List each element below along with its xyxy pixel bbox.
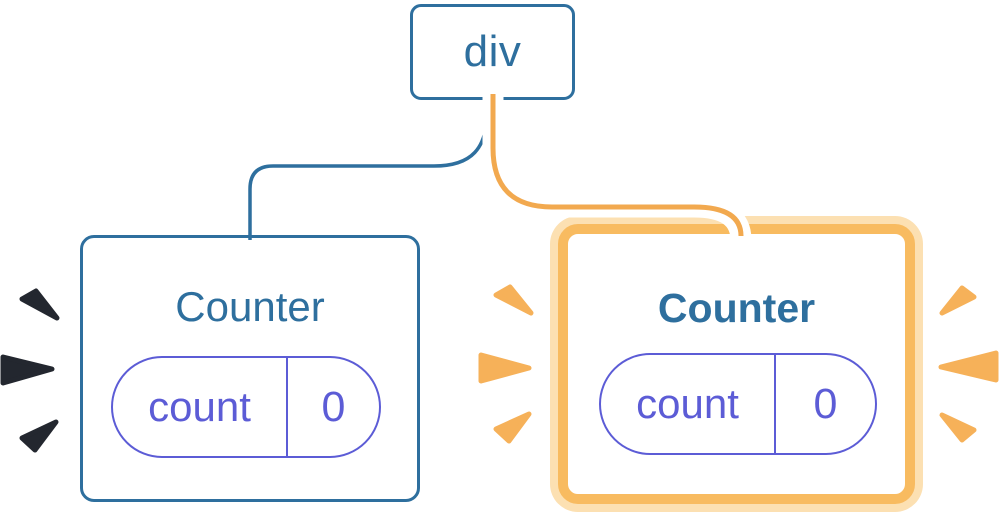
spark-orange-right-middle-icon	[938, 350, 999, 383]
spark-orange-mid-top-icon	[493, 284, 534, 316]
state-pill-left: count 0	[111, 356, 381, 458]
spark-dark-bottom-icon	[19, 419, 59, 453]
tree-edge-highlighted-icon	[490, 94, 744, 237]
tree-edge-casing-icon	[482, 94, 752, 243]
state-key-left: count	[113, 358, 288, 456]
spark-orange-right-top-icon	[939, 285, 977, 316]
spark-orange-mid-middle-icon	[478, 352, 532, 384]
tree-edge-plain-icon	[248, 98, 489, 240]
state-key-right: count	[601, 355, 776, 453]
root-node-label: div	[463, 27, 522, 76]
spark-orange-right-bottom-icon	[939, 412, 977, 443]
counter-title-left: Counter	[175, 283, 325, 330]
root-node: div	[410, 4, 575, 100]
state-value-right: 0	[813, 379, 838, 428]
spark-dark-middle-icon	[0, 354, 55, 386]
counter-title-right: Counter	[657, 285, 816, 331]
state-value-left: 0	[321, 382, 346, 431]
state-pill-right: count 0	[599, 353, 877, 455]
spark-dark-top-icon	[19, 288, 60, 321]
spark-orange-mid-bottom-icon	[493, 411, 532, 444]
